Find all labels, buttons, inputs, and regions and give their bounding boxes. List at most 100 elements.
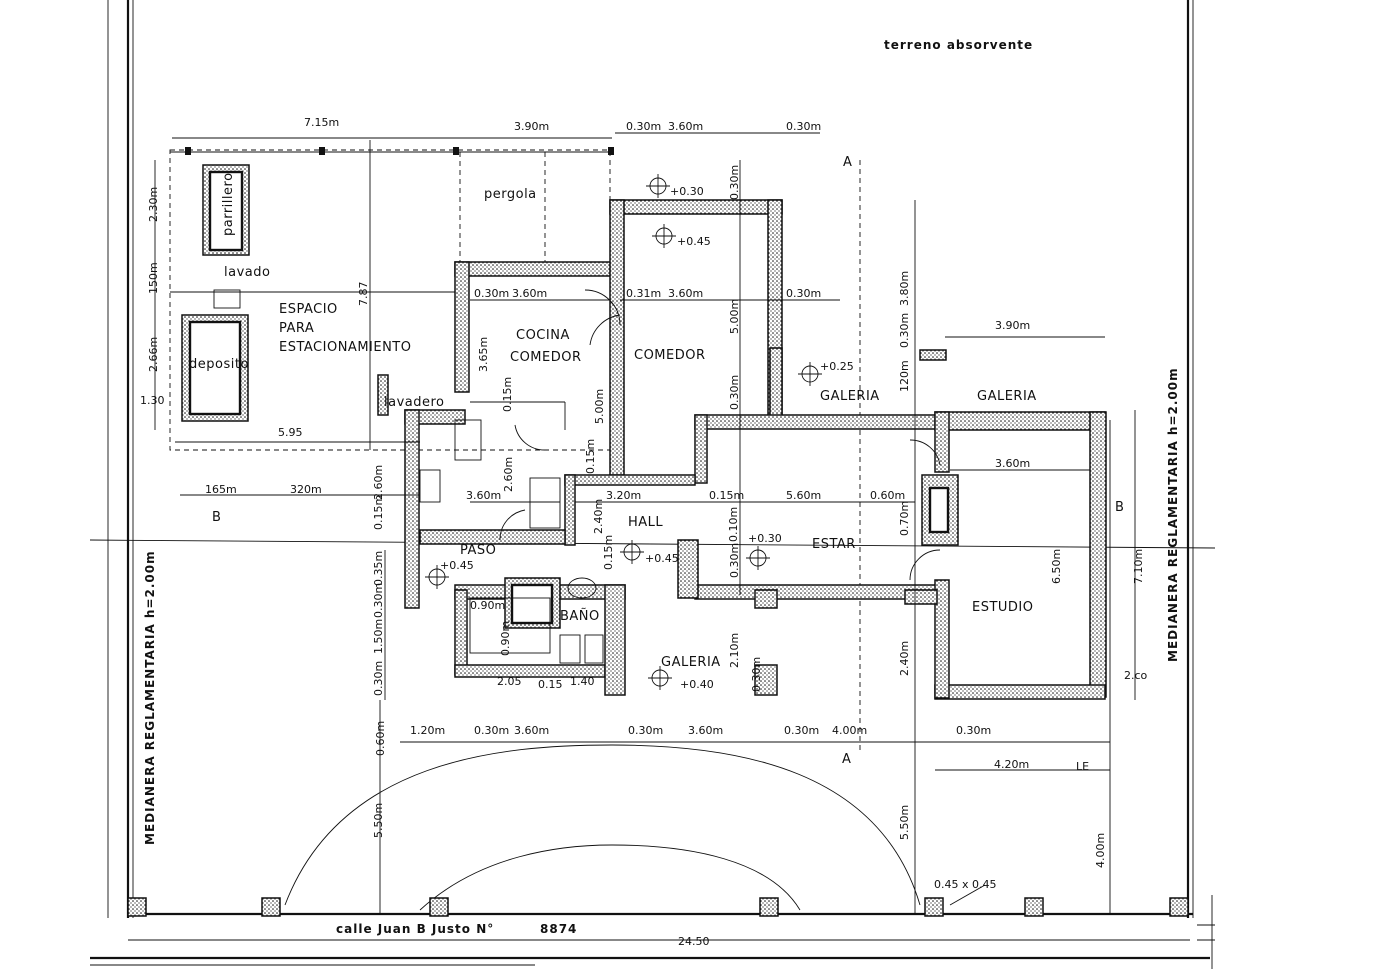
dim-label: 0.15m <box>372 495 385 530</box>
dim-label: 0.15m <box>602 535 615 570</box>
dim-label: 0.15m <box>501 377 514 412</box>
dim-label: 0.30m <box>728 375 741 410</box>
site-note: terreno absorvente <box>884 38 1033 52</box>
level-galeria: +0.25 <box>820 360 854 373</box>
dim-label: 1.30 <box>140 394 165 407</box>
dim-label: 3.90m <box>995 319 1030 332</box>
dim-label: 2.66m <box>147 337 160 372</box>
dim-label: 5.00m <box>728 299 741 334</box>
dim-label: 7.15m <box>304 116 339 129</box>
dim-label: 0.90m <box>499 621 512 656</box>
dim-label: 0.30m <box>786 287 821 300</box>
left-boundary-label: MEDIANERA REGLAMENTARIA h=2.00m <box>143 550 157 845</box>
dim-label: 6.50m <box>1050 549 1063 584</box>
dim-label: 0.30m <box>786 120 821 133</box>
level-galeria-front: +0.40 <box>680 678 714 691</box>
section-mark-a-bottom: A <box>842 752 851 767</box>
dim-label: 0.31m <box>626 287 661 300</box>
dim-label: 0.30m <box>474 724 509 737</box>
room-label-galeria-back: GALERIA <box>820 389 880 404</box>
section-mark-b-left: B <box>212 510 221 525</box>
dim-label: 0.30m <box>372 583 385 618</box>
street-number: 8874 <box>540 922 577 936</box>
dim-label: 3.60m <box>995 457 1030 470</box>
dim-label: 120m <box>898 360 911 392</box>
street-name: calle Juan B Justo N° <box>336 922 494 936</box>
dim-label: 2.05 <box>497 675 522 688</box>
service-block <box>181 164 250 422</box>
dim-label: 4.20m <box>994 758 1029 771</box>
dimension-lines <box>154 132 1136 915</box>
house-walls <box>377 199 1107 700</box>
dim-label: 2.10m <box>728 633 741 668</box>
section-mark-b-right: B <box>1115 500 1124 515</box>
dim-label: 0.30m <box>956 724 991 737</box>
driveway <box>127 744 1189 917</box>
dim-label: 3.60m <box>466 489 501 502</box>
room-label-hall: HALL <box>628 515 663 530</box>
fixtures <box>419 289 941 664</box>
dim-label: 0.60m <box>870 489 905 502</box>
level-paso: +0.45 <box>440 559 474 572</box>
dim-label: 0.10m <box>727 507 740 542</box>
dim-label: 0.30m <box>784 724 819 737</box>
dim-label: 3.60m <box>668 120 703 133</box>
dim-label: 2.40m <box>592 499 605 534</box>
dim-label: 150m <box>147 262 160 294</box>
room-label-para: PARA <box>279 321 314 336</box>
dim-label: 0.45 x 0.45 <box>934 878 997 891</box>
dim-label: LE <box>1076 760 1089 773</box>
section-mark-a-top: A <box>843 155 852 170</box>
dim-label: 7.87 <box>357 282 370 307</box>
room-label-comedor: COMEDOR <box>634 348 706 363</box>
dim-label: 1.50m <box>372 619 385 654</box>
room-label-estar: ESTAR <box>812 537 856 552</box>
dim-label: 24.50 <box>678 935 710 948</box>
level-estar: +0.30 <box>748 532 782 545</box>
room-label-estacionamiento: ESTACIONAMIENTO <box>279 340 412 355</box>
dim-label: 0.30m <box>898 313 911 348</box>
room-label-lavado: lavado <box>224 265 270 280</box>
dim-label: 2.40m <box>898 641 911 676</box>
dim-label: 2.60m <box>372 465 385 500</box>
dim-label: 0.15m <box>584 439 597 474</box>
dim-label: 5.50m <box>372 803 385 838</box>
dim-label: 3.60m <box>688 724 723 737</box>
dim-label: 0.30m <box>728 165 741 200</box>
room-label-galeria-right: GALERIA <box>977 389 1037 404</box>
dim-label: 5.60m <box>786 489 821 502</box>
room-label-deposito: deposito <box>189 357 249 372</box>
dim-label: 3.90m <box>514 120 549 133</box>
level-comedor-mid: +0.45 <box>677 235 711 248</box>
dim-label: 2.60m <box>502 457 515 492</box>
dim-label: 3.60m <box>514 724 549 737</box>
room-label-estudio: ESTUDIO <box>972 600 1034 615</box>
room-label-pergola: pergola <box>484 187 537 202</box>
dim-label: 1.20m <box>410 724 445 737</box>
room-label-parrillero: parrillero <box>221 172 236 236</box>
dim-label: 320m <box>290 483 322 496</box>
dim-label: 4.00m <box>832 724 867 737</box>
dim-label: 7.10m <box>1132 549 1145 584</box>
dim-label: 0.15m <box>709 489 744 502</box>
dim-label: 0.30m <box>728 543 741 578</box>
dim-label: 0.30m <box>628 724 663 737</box>
dim-label: 3.20m <box>606 489 641 502</box>
dim-label: 0.30m <box>474 287 509 300</box>
property-boundary <box>89 0 1216 969</box>
room-label-cocina-comedor: COMEDOR <box>510 350 582 365</box>
dim-label: 0.60m <box>374 721 387 756</box>
room-label-cocina: COCINA <box>516 328 570 343</box>
dim-label: 1.40 <box>570 675 595 688</box>
room-label-bano: BAÑO <box>560 608 600 624</box>
room-label-galeria-front: GALERIA <box>661 655 721 670</box>
dim-label: 2.30m <box>147 187 160 222</box>
dim-label: 2.co <box>1124 669 1148 682</box>
level-comedor-top: +0.30 <box>670 185 704 198</box>
level-markers <box>425 174 822 690</box>
dim-label: 5.00m <box>593 389 606 424</box>
room-label-paso: PASO <box>460 543 496 558</box>
dim-label: 0.30m <box>750 657 763 692</box>
room-label-lavadero: lavadero <box>384 395 445 410</box>
